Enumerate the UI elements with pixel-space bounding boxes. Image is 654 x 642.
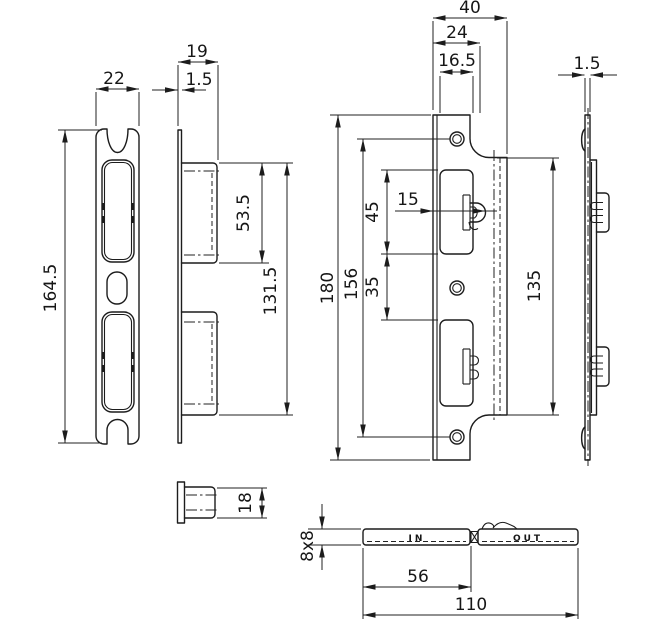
strike-screw-slot — [106, 271, 128, 305]
spring-clip — [481, 521, 518, 530]
side-lug-upper — [595, 192, 610, 233]
dim-opening-height: 45 — [363, 201, 383, 223]
dim-strike-box-height: 53.5 — [234, 194, 254, 232]
dim-strike-thickness: 1.5 — [185, 70, 212, 90]
strike-upper-hole — [101, 159, 135, 263]
dim-strike-depth: 19 — [186, 42, 208, 62]
side-faceplate — [584, 114, 591, 461]
strike-box-detail-view: 18 — [176, 481, 267, 524]
dim-case-length: 110 — [455, 595, 487, 615]
dim-faceplate-width: 24 — [446, 23, 468, 43]
lock-body-side-view: 1.5 — [558, 54, 617, 466]
strike-plate-side-view: 19 1.5 53.5 131.5 — [152, 42, 293, 444]
dim-lock-plate-thickness: 1.5 — [573, 54, 600, 74]
screw-hole-top — [449, 131, 465, 147]
label-in: IN — [409, 534, 426, 544]
label-out: OUT — [513, 534, 543, 544]
strike-lower-hole-inner — [103, 313, 133, 411]
dim-latch: 15 — [397, 190, 419, 210]
screw-hole-middle — [449, 280, 465, 296]
strike-side-plate — [177, 129, 183, 444]
dim-strike-height: 164.5 — [41, 264, 61, 313]
lock-body-front-view: 40 24 16.5 180 156 45 35 15 135 — [318, 0, 559, 461]
dim-case-height: 135 — [525, 270, 545, 302]
dim-case-depth: 40 — [459, 0, 481, 18]
dim-strike-box-span: 131.5 — [261, 267, 281, 316]
dim-opening-width: 16.5 — [438, 51, 476, 71]
strike-side-box-lower — [180, 311, 218, 416]
bottom-case-in-half — [362, 528, 471, 546]
lock-case-outline — [432, 114, 508, 461]
latch-opening — [439, 169, 474, 255]
strike-upper-hole-inner — [103, 161, 133, 261]
strike-side-box-upper — [180, 162, 218, 264]
dim-screw-spacing: 156 — [342, 268, 362, 300]
dim-strike-width: 22 — [103, 69, 125, 89]
side-case — [589, 159, 598, 416]
dim-spindle-size: 8x8 — [298, 530, 318, 562]
lower-lug-front — [470, 355, 480, 366]
dim-box-depth: 18 — [236, 492, 256, 514]
strike-plate-front-view: 22 164.5 — [41, 69, 140, 445]
dim-lock-height: 180 — [318, 272, 338, 304]
strike-plate-outline — [95, 128, 140, 445]
latch-bolt — [469, 202, 487, 223]
side-countersink-top — [580, 128, 586, 152]
detail-box — [183, 486, 216, 519]
side-countersink-bottom — [580, 426, 586, 450]
dim-opening-gap: 35 — [363, 276, 383, 298]
deadbolt-opening — [439, 319, 474, 407]
side-lug-lower — [595, 346, 610, 387]
strike-lower-hole — [101, 311, 135, 413]
dim-backset: 56 — [407, 567, 429, 587]
screw-hole-bottom — [449, 429, 465, 445]
detail-plate — [176, 481, 186, 524]
lock-bottom-view: IN OUT 8x8 56 110 — [298, 504, 579, 619]
